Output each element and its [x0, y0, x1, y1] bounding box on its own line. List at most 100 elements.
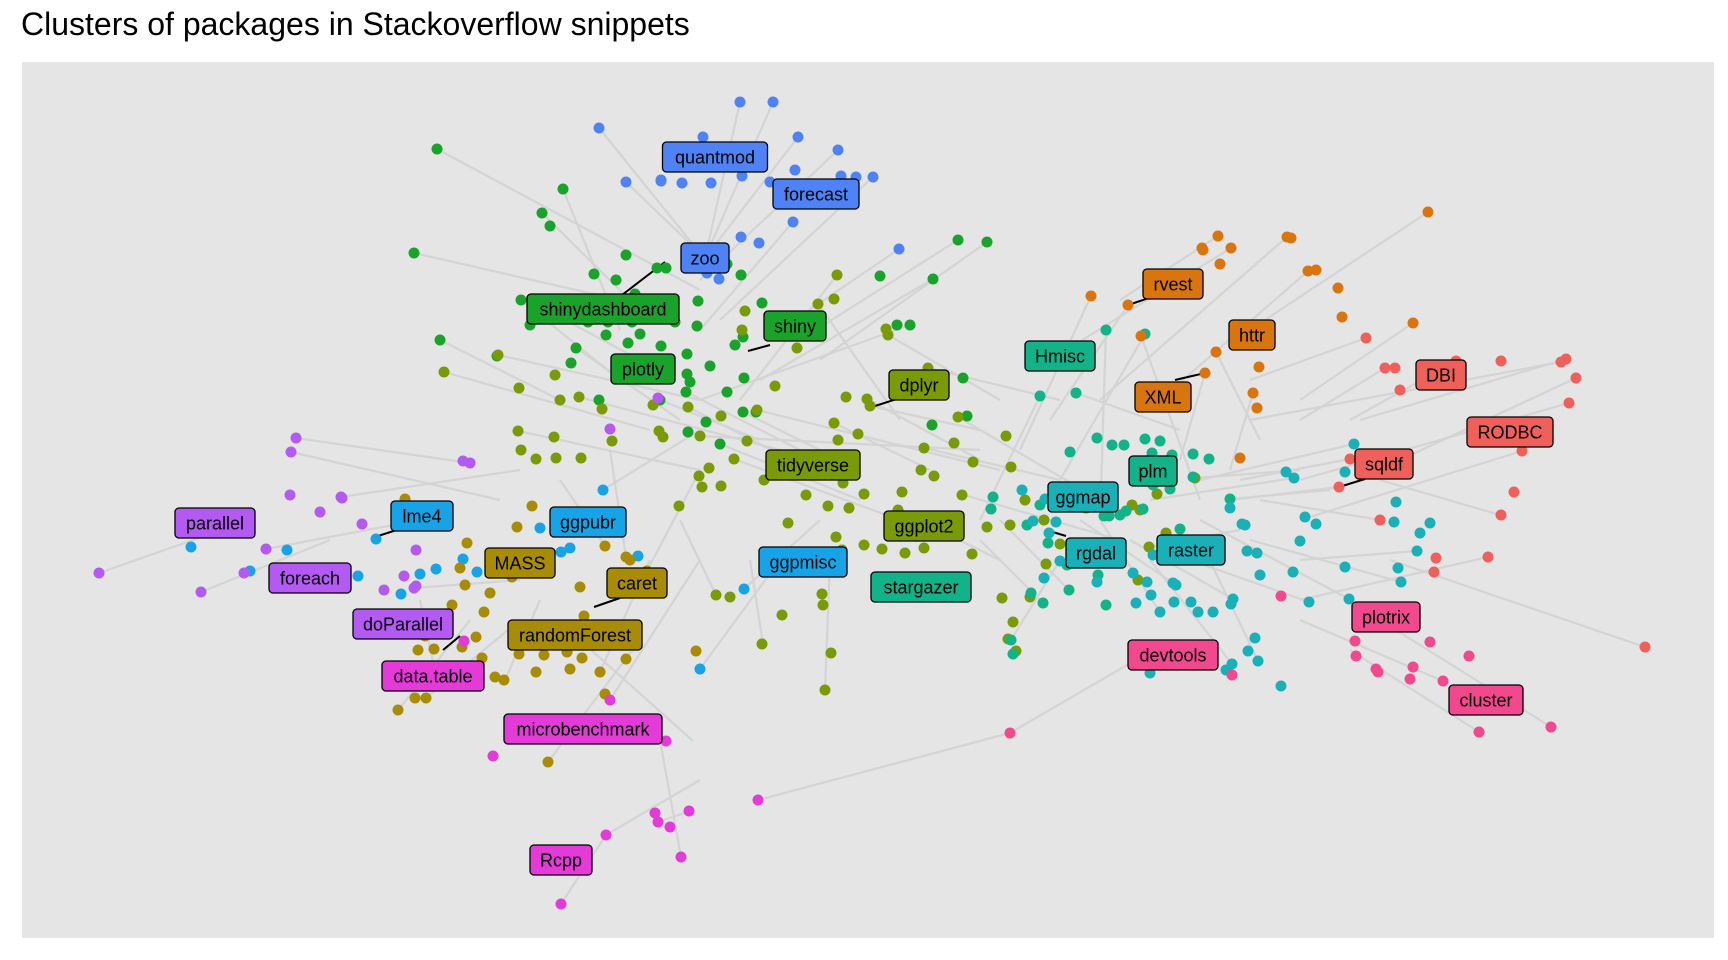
package-node-magenta — [675, 851, 687, 863]
label-text: caret — [617, 574, 657, 594]
package-node-cyan — [1310, 518, 1322, 530]
package-node-red — [1428, 566, 1440, 578]
package-node-green — [738, 372, 750, 384]
label-leader-line — [442, 635, 461, 651]
package-label-shiny: shiny — [763, 310, 827, 342]
network-edge — [1389, 558, 1646, 649]
package-label-mass: MASS — [484, 547, 556, 579]
network-edge — [1019, 295, 1092, 451]
package-node-olive — [825, 647, 837, 659]
package-node-red — [1516, 445, 1528, 457]
package-node-green — [684, 376, 696, 388]
package-node-olive — [515, 444, 527, 456]
package-node-olive — [549, 369, 561, 381]
package-node-orange — [1135, 330, 1147, 342]
package-node-gold — [511, 521, 523, 533]
package-node-pink — [1424, 636, 1436, 648]
package-node-green — [565, 357, 577, 369]
package-node-purple — [284, 489, 296, 501]
package-node-gold — [564, 663, 576, 675]
package-node-green — [610, 274, 622, 286]
package-node-olive — [728, 453, 740, 465]
package-node-gold — [576, 652, 588, 664]
label-box — [268, 562, 352, 594]
network-edge — [579, 639, 694, 742]
package-node-teal — [1063, 584, 1075, 596]
network-edge — [1249, 336, 1367, 382]
package-node-purple — [604, 423, 616, 435]
package-node-cyan — [1168, 596, 1180, 608]
package-node-blue — [697, 131, 709, 143]
label-box — [549, 506, 627, 538]
package-node-cyan — [1392, 562, 1404, 574]
package-node-orange — [1225, 242, 1237, 254]
package-node-green — [515, 294, 527, 306]
package-node-pink — [1350, 650, 1362, 662]
package-node-orange — [1251, 402, 1263, 414]
package-node-pink — [1349, 635, 1361, 647]
package-label-doparallel: doParallel — [352, 608, 454, 640]
package-node-orange — [1196, 242, 1208, 254]
package-node-red — [1495, 509, 1507, 521]
package-node-teal — [1025, 587, 1037, 599]
package-label-tidyverse: tidyverse — [765, 449, 861, 481]
package-node-red — [1333, 481, 1345, 493]
package-node-sky — [414, 568, 426, 580]
package-node-sky — [534, 522, 546, 534]
package-node-olive — [513, 382, 525, 394]
package-node-magenta — [458, 635, 470, 647]
package-node-gold — [454, 562, 466, 574]
label-text: raster — [1168, 541, 1214, 561]
network-edge — [605, 779, 701, 836]
package-node-green — [431, 143, 443, 155]
package-node-magenta — [664, 821, 676, 833]
network-edge — [823, 559, 832, 691]
network-edge — [759, 278, 934, 381]
package-node-purple — [195, 586, 207, 598]
package-label-randomforest: randomForest — [507, 619, 643, 651]
package-node-gold — [461, 537, 473, 549]
package-node-sky — [370, 533, 382, 545]
package-label-data-table: data.table — [381, 660, 485, 692]
package-node-olive — [819, 684, 831, 696]
label-box — [883, 510, 965, 542]
package-node-olive — [751, 404, 763, 416]
package-node-olive — [864, 400, 876, 412]
network-edge — [598, 127, 705, 259]
package-node-olive — [896, 486, 908, 498]
network-edge — [295, 436, 471, 465]
label-box — [765, 449, 861, 481]
package-label-rodbc: RODBC — [1466, 416, 1554, 448]
label-text: plotrix — [1362, 608, 1410, 628]
package-node-olive — [918, 442, 930, 454]
package-node-green — [927, 273, 939, 285]
network-edge — [1075, 391, 1181, 432]
package-node-teal — [1091, 432, 1103, 444]
package-node-sky — [738, 583, 750, 595]
package-label-stargazer: stargazer — [870, 571, 972, 603]
package-node-cyan — [1185, 596, 1197, 608]
package-node-orange — [1122, 299, 1134, 311]
package-label-cluster: cluster — [1448, 684, 1524, 716]
package-node-olive — [1054, 538, 1066, 550]
network-graph: quantmodforecastzooshinydashboardshinypl… — [93, 96, 1651, 910]
package-node-gold — [624, 554, 636, 566]
package-node-green — [634, 328, 646, 340]
package-node-olive — [756, 638, 768, 650]
network-edge — [1299, 618, 1444, 683]
package-node-gold — [459, 579, 471, 591]
package-node-gold — [428, 643, 440, 655]
network-edge — [1079, 519, 1177, 586]
label-box — [1415, 359, 1467, 391]
package-node-blue — [735, 231, 747, 243]
package-node-orange — [1310, 264, 1322, 276]
edge-layer — [98, 101, 1646, 905]
network-edge — [923, 446, 1061, 482]
package-label-zoo: zoo — [680, 242, 730, 274]
network-edge — [1228, 392, 1255, 471]
package-node-olive — [948, 437, 960, 449]
package-node-olive — [812, 298, 824, 310]
package-node-gold — [498, 674, 510, 686]
package-node-olive — [880, 323, 892, 335]
package-node-olive — [724, 591, 736, 603]
